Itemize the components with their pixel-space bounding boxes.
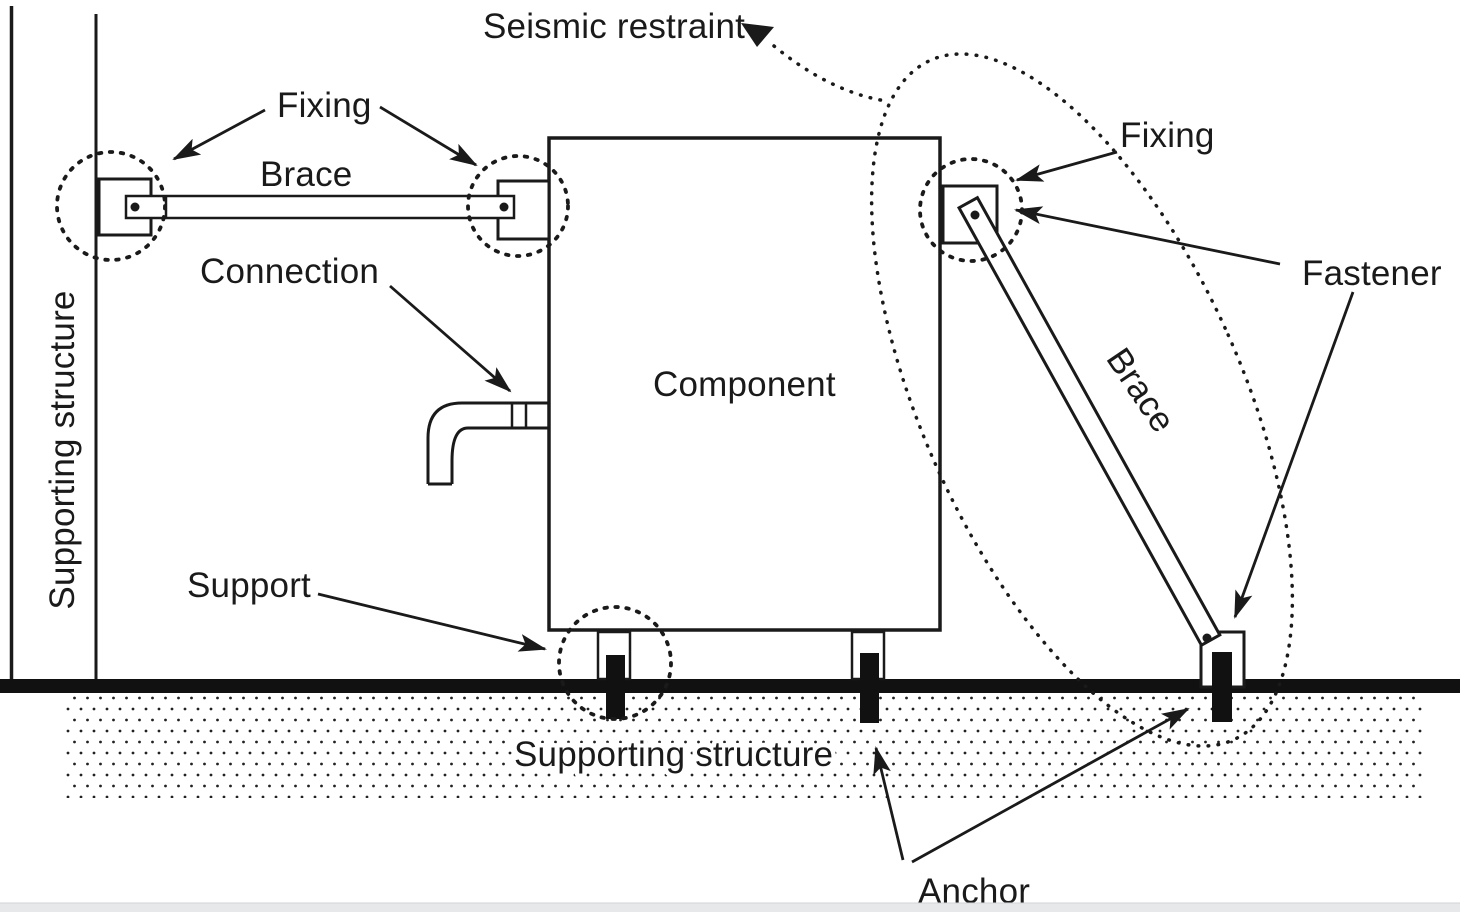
label-fixing-left: Fixing: [277, 86, 372, 125]
fastener-dot-component-end: [499, 202, 509, 212]
anchor-arrow-right: [911, 707, 1190, 864]
fixing-detail-circle-component: [466, 154, 570, 258]
label-support: Support: [187, 566, 311, 605]
fastener-dot-wall-end: [130, 202, 140, 212]
ground-soil-hatch: [66, 694, 1422, 798]
support-detail-circle: [557, 605, 673, 721]
fastener-dot-brace-bottom: [1202, 633, 1212, 643]
fastener-dot-brace-top: [970, 210, 980, 220]
footer-scan-strip: [0, 903, 1460, 912]
label-fastener: Fastener: [1302, 254, 1442, 293]
anchor-bolt-right: [1212, 652, 1232, 722]
fixing-left-arrow-2: [379, 105, 478, 167]
label-seismic-restraint: Seismic restraint: [483, 7, 745, 46]
component-box: [547, 136, 942, 632]
fixing-right-arrow: [1015, 150, 1118, 182]
ground-slab: [0, 679, 1460, 693]
label-brace-horizontal: Brace: [260, 155, 352, 194]
fixing-detail-circle-wall: [55, 150, 167, 262]
anchor-bolt-left: [606, 655, 625, 719]
pipe-coupling-ticks: [510, 403, 528, 428]
horizontal-brace-bar: [124, 194, 516, 220]
label-fixing-right: Fixing: [1120, 116, 1215, 155]
anchor-arrow-left: [873, 746, 905, 861]
label-supporting-structure-ground: Supporting structure: [514, 735, 833, 774]
label-connection: Connection: [200, 252, 379, 291]
label-component: Component: [653, 365, 836, 404]
anchor-bolt-middle: [860, 653, 879, 723]
fastener-arrow-top: [1014, 206, 1281, 266]
seismic-restraint-arrowhead: [741, 23, 774, 47]
support-arrow: [317, 592, 547, 652]
fixing-left-arrow-1: [172, 108, 266, 161]
connection-arrow: [389, 284, 512, 393]
connection-pipe: [426, 401, 550, 486]
fastener-arrow-bottom: [1233, 291, 1355, 619]
seismic-restraint-ellipse: [869, 52, 1295, 748]
label-supporting-structure-wall: Supporting structure: [43, 290, 82, 609]
